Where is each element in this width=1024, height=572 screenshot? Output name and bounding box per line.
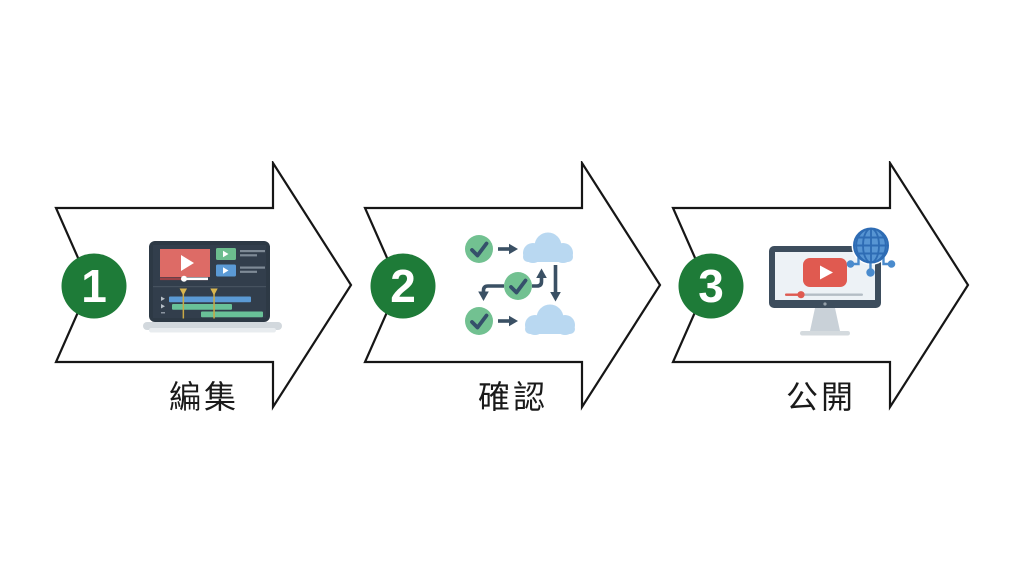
cloud-icon [523, 232, 573, 263]
step-number-badge: 3 [678, 253, 744, 319]
progress-bar-fill [785, 293, 801, 296]
globe-network-icon [846, 226, 896, 277]
monitor-power-dot [823, 302, 827, 306]
play-icon [181, 255, 194, 271]
step-3-publish: 3 公開 [671, 161, 971, 415]
laptop-icon [143, 241, 282, 333]
step-number: 1 [81, 260, 107, 312]
arrow-elbow-up-icon [532, 277, 544, 288]
step-number: 3 [698, 260, 724, 312]
badge-circle [370, 253, 436, 319]
step-1-edit: 1 編集 [54, 161, 354, 415]
track-play-icon [161, 304, 165, 309]
check-circle-icon [504, 272, 532, 300]
badge-circle [678, 253, 744, 319]
check-icon [470, 313, 489, 330]
approval-cloud-sync-icon [465, 232, 575, 335]
step-number: 2 [390, 260, 416, 312]
play-icon [820, 265, 833, 280]
publish-monitor-globe-icon [769, 226, 896, 336]
network-node [887, 260, 896, 268]
step-label-review: 確認 [477, 379, 548, 415]
step-number-badge: 2 [370, 253, 436, 319]
step-2-review: 2 確認 [363, 161, 663, 415]
check-icon [470, 241, 489, 258]
play-icon [223, 267, 229, 274]
check-circle-icon [465, 307, 493, 335]
play-icon [223, 250, 229, 258]
badge-circle [61, 253, 127, 319]
timeline-clip-green [201, 311, 263, 318]
step-label-edit: 編集 [168, 379, 239, 415]
video-editing-laptop-icon [143, 241, 282, 333]
step-label-publish: 公開 [785, 379, 856, 415]
network-node [866, 268, 875, 277]
flow-arrows [478, 243, 561, 327]
timeline-clip-blue [169, 296, 251, 303]
check-circle-icon [465, 235, 493, 263]
arrow-elbow-down-icon [481, 284, 504, 293]
seek-knob [181, 275, 187, 282]
cloud-icon [525, 304, 575, 335]
playhead-marker [213, 290, 215, 319]
check-icon [509, 278, 528, 295]
network-node [846, 260, 855, 268]
monitor-base [800, 331, 850, 336]
monitor-stand [810, 308, 840, 331]
progress-knob [797, 291, 805, 299]
step-number-badge: 1 [61, 253, 127, 319]
track-play-icon [161, 296, 165, 301]
timeline-clip-green [172, 304, 232, 310]
timeline-divider [153, 286, 266, 288]
playhead-marker [182, 290, 185, 319]
